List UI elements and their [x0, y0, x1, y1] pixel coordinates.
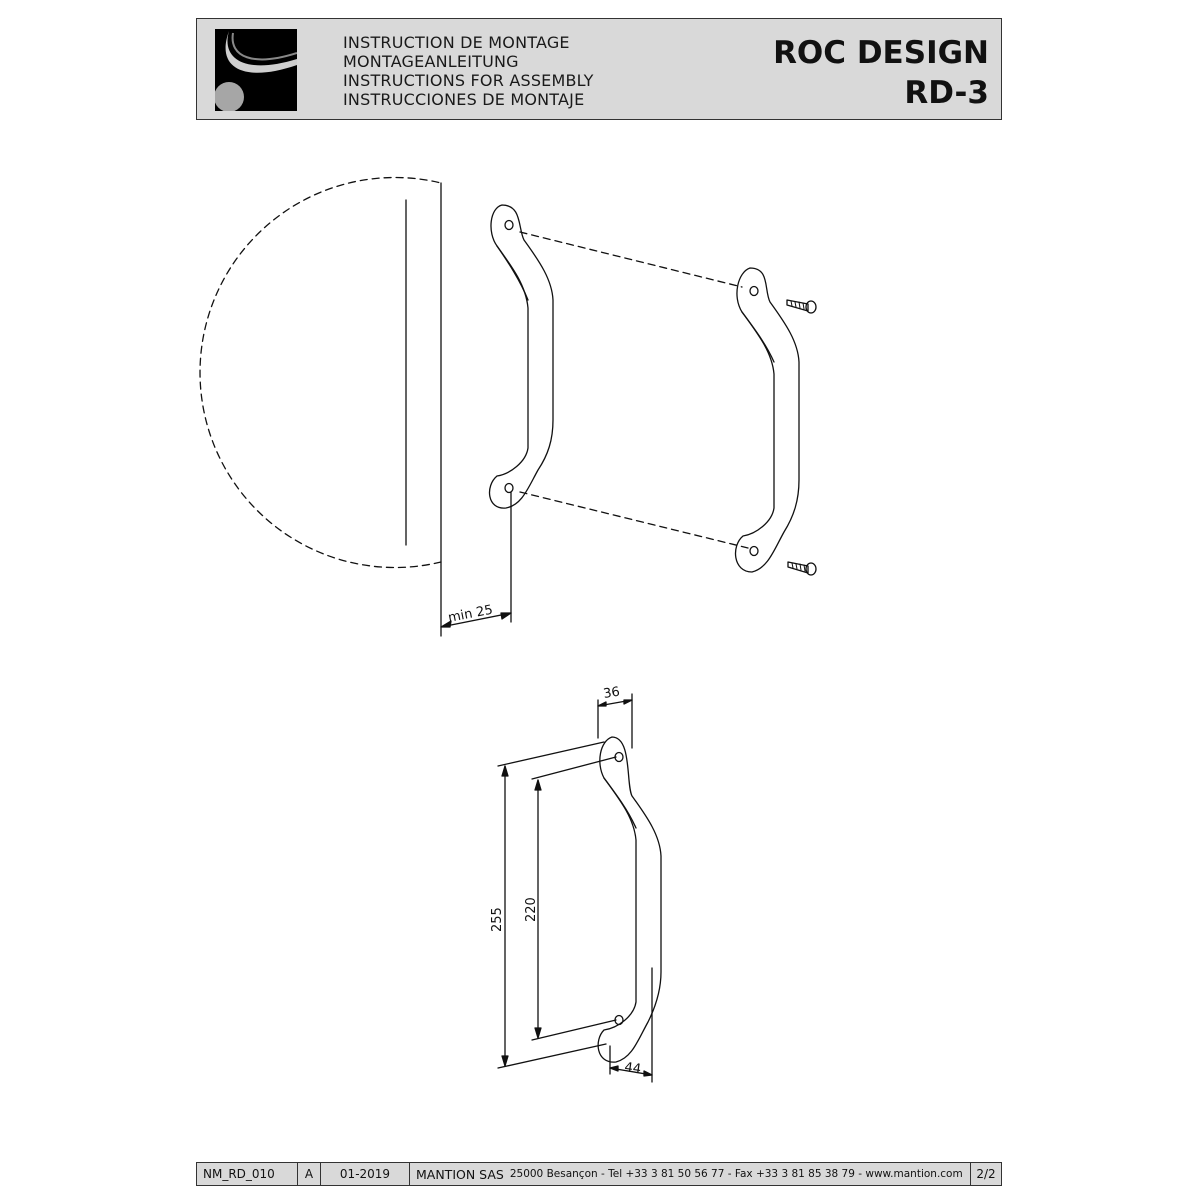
clearance-label: min 25: [447, 603, 494, 626]
assembly-line-top: [519, 231, 743, 288]
revision: A: [298, 1163, 321, 1185]
depth-dimension-label: 44: [623, 1060, 641, 1077]
handle-loose-edge: [741, 311, 775, 363]
handle-mounted-edge: [496, 245, 529, 301]
length-arrow-bottom: [501, 1055, 509, 1067]
company-address: 25000 Besançon - Tel +33 3 81 50 56 77 -…: [509, 1168, 963, 1180]
spacing-extension-top: [531, 756, 617, 780]
company-name: MANTION SAS: [416, 1166, 504, 1182]
product-name: ROC DESIGN RD-3: [773, 33, 989, 113]
spacing-arrow-bottom: [534, 1027, 542, 1039]
length-arrow-top: [501, 765, 509, 777]
assembly-line-bottom: [519, 491, 749, 549]
mounting-detail: min 25: [199, 176, 749, 637]
brand-name: ROC DESIGN: [773, 35, 989, 71]
length-extension-bottom: [497, 1043, 607, 1069]
instruction-title-en: INSTRUCTIONS FOR ASSEMBLY: [343, 71, 594, 90]
length-extension-top: [497, 741, 605, 767]
handle-dim-edge: [603, 777, 637, 829]
dimensioned-handle: 36 44 255 220: [490, 685, 662, 1083]
length-dimension-label: 255: [490, 907, 505, 932]
width-dimension-label: 36: [602, 685, 621, 702]
title-block: INSTRUCTION DE MONTAGE MONTAGEANLEITUNG …: [196, 18, 1002, 120]
instruction-title-de: MONTAGEANLEITUNG: [343, 52, 519, 71]
spacing-arrow-top: [534, 779, 542, 791]
width-arrow-right: [623, 699, 633, 705]
handle-loose-outline: [734, 267, 800, 573]
exploded-handle: [734, 267, 817, 576]
instruction-title-fr: INSTRUCTION DE MONTAGE: [343, 33, 570, 52]
mantion-logo: [215, 29, 297, 111]
instruction-titles: INSTRUCTION DE MONTAGE MONTAGEANLEITUNG …: [343, 33, 594, 109]
company-info: MANTION SAS 25000 Besançon - Tel +33 3 8…: [410, 1163, 971, 1185]
handle-hole-bottom: [749, 545, 759, 557]
issue-date: 01-2019: [321, 1163, 410, 1185]
mount-hole-top: [504, 219, 514, 231]
handle-hole-top: [749, 285, 759, 297]
depth-arrow-left: [609, 1065, 619, 1072]
page-number: 2/2: [976, 1167, 996, 1181]
depth-arrow-right: [643, 1070, 653, 1077]
footer-block: NM_RD_010 A 01-2019 MANTION SAS 25000 Be…: [196, 1162, 1002, 1186]
screw-top: [786, 299, 817, 314]
clearance-dimension-line: [440, 612, 512, 628]
detail-circle: [199, 176, 442, 569]
screw-bottom: [787, 561, 817, 576]
spacing-dimension-label: 220: [524, 897, 539, 922]
width-arrow-left: [597, 701, 607, 707]
doc-reference: NM_RD_010: [197, 1163, 298, 1185]
instruction-title-es: INSTRUCCIONES DE MONTAJE: [343, 90, 585, 109]
clearance-arrow-left: [440, 620, 452, 628]
handle-mounted-outline: [488, 204, 554, 509]
mount-hole-bottom: [504, 482, 514, 494]
clearance-arrow-right: [500, 612, 512, 620]
spacing-extension-bottom: [531, 1019, 617, 1041]
model-code: RD-3: [904, 75, 989, 111]
